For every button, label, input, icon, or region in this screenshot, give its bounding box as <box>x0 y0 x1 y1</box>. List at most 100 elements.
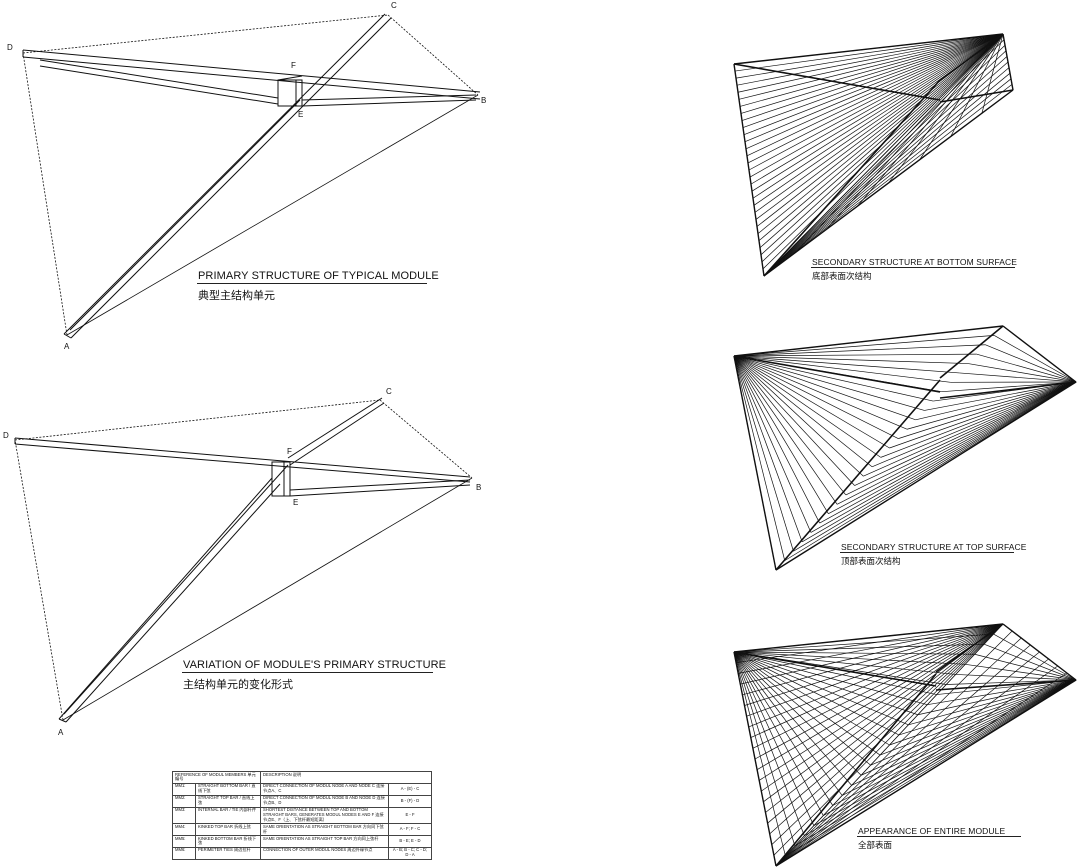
primary-bar <box>935 679 1077 691</box>
secondary-member <box>993 633 1077 681</box>
secondary-member <box>860 679 1077 776</box>
secondary-member <box>733 355 786 561</box>
table-cell-code: MM6: <box>172 846 196 860</box>
secondary-member <box>983 643 1077 681</box>
node-label-d: D <box>7 43 13 52</box>
table-cell-name: INTERNAL BAR / TIE 内部杆件 <box>195 806 261 825</box>
secondary-member <box>733 355 777 571</box>
secondary-member <box>733 355 881 458</box>
secondary-member <box>752 33 1004 199</box>
secondary-member <box>785 679 1077 857</box>
secondary-member <box>825 33 1004 230</box>
secondary-member <box>756 33 1004 227</box>
title-underline <box>840 552 1014 553</box>
secondary-member <box>758 33 1004 241</box>
secondary-member <box>733 651 900 736</box>
bottom-surface-title: SECONDARY STRUCTURE AT BOTTOM SURFACE <box>812 257 1018 267</box>
secondary-member <box>733 355 873 468</box>
secondary-member <box>802 381 1077 543</box>
secondary-member <box>761 623 1004 792</box>
secondary-member <box>750 623 1004 738</box>
table-cell-nodes: A - F; F - C <box>388 823 432 837</box>
secondary-member <box>784 381 1077 561</box>
secondary-member <box>762 33 1004 270</box>
secondary-member <box>771 623 1004 845</box>
secondary-member <box>763 50 1007 277</box>
secondary-member <box>733 651 834 806</box>
secondary-member <box>733 355 908 430</box>
top-surface-subtitle: 顶部表面次结构 <box>841 557 901 567</box>
secondary-member <box>775 672 1068 867</box>
reference-table: REFERENCE OF MODUL MEMBERS 单元编号 DESCRIPT… <box>172 771 432 860</box>
primary-bar <box>939 89 1014 103</box>
primary-bar <box>733 651 937 687</box>
table-cell-name: STRAIGHT BOTTOM BAR / 直线下弦 <box>195 782 261 796</box>
secondary-member <box>733 651 956 675</box>
secondary-member <box>836 381 1077 505</box>
secondary-member <box>734 33 1004 72</box>
table-cell-nodes: A - B; B - C; C - D; D - A <box>388 846 432 860</box>
entire-module-subtitle: 全部表面 <box>858 841 893 851</box>
secondary-member <box>740 623 1004 685</box>
secondary-member <box>733 355 925 411</box>
node-label-b: B <box>476 483 482 492</box>
secondary-member <box>889 381 1077 449</box>
entire-module-title: APPEARANCE OF ENTIRE MODULE <box>858 826 1006 836</box>
secondary-member <box>733 651 890 746</box>
secondary-member <box>733 355 812 533</box>
table-cell-nodes: B - E; E - D <box>388 835 432 848</box>
secondary-member <box>733 651 909 726</box>
secondary-member <box>767 623 1004 824</box>
secondary-member <box>733 651 862 776</box>
secondary-member <box>737 33 1004 93</box>
secondary-member <box>752 623 1004 749</box>
secondary-member <box>919 33 1004 160</box>
node-label-e: E <box>293 498 299 507</box>
secondary-member <box>733 651 805 836</box>
primary-structure-subtitle: 典型主结构单元 <box>198 289 275 302</box>
primary-bar <box>775 379 941 571</box>
secondary-member <box>733 651 975 655</box>
table-cell-desc: DIRECT CONNECTION OF MODUL NODE A AND NO… <box>260 782 389 796</box>
secondary-member <box>733 353 977 357</box>
secondary-member <box>765 623 1004 813</box>
secondary-member <box>733 623 1004 653</box>
secondary-member <box>763 33 1004 277</box>
secondary-member <box>794 33 1004 253</box>
secondary-member <box>763 84 1013 277</box>
secondary-member <box>773 623 1004 856</box>
node-label-a: A <box>58 728 64 737</box>
secondary-member <box>959 372 1077 383</box>
node-label-f: F <box>291 61 296 70</box>
secondary-member <box>775 658 1049 867</box>
title-underline <box>811 267 1015 268</box>
secondary-member <box>870 679 1077 766</box>
secondary-member <box>1002 33 1014 91</box>
secondary-member <box>761 33 1004 263</box>
secondary-member <box>898 679 1077 736</box>
secondary-member <box>738 623 1004 674</box>
secondary-member <box>889 679 1077 746</box>
secondary-member <box>775 637 1022 867</box>
title-underline <box>182 672 433 673</box>
secondary-member <box>763 623 1004 803</box>
secondary-member <box>746 623 1004 717</box>
table-cell-name: KINKED TOP BAR 折线上弦 <box>195 823 261 837</box>
secondary-member <box>793 381 1077 552</box>
secondary-member <box>736 33 1004 86</box>
table-cell-name: STRAIGHT TOP BAR / 直线上弦 <box>195 794 261 808</box>
secondary-member <box>775 665 1058 867</box>
secondary-member <box>739 33 1004 107</box>
secondary-member <box>747 33 1004 164</box>
secondary-member <box>813 679 1077 826</box>
secondary-member <box>733 355 820 524</box>
secondary-member <box>759 623 1004 781</box>
table-header: DESCRIPTION 说明 <box>260 771 432 784</box>
secondary-member <box>763 61 1009 277</box>
secondary-member <box>888 33 1004 184</box>
table-cell-name: PERIMETER TIES 周边拉杆 <box>195 846 261 860</box>
